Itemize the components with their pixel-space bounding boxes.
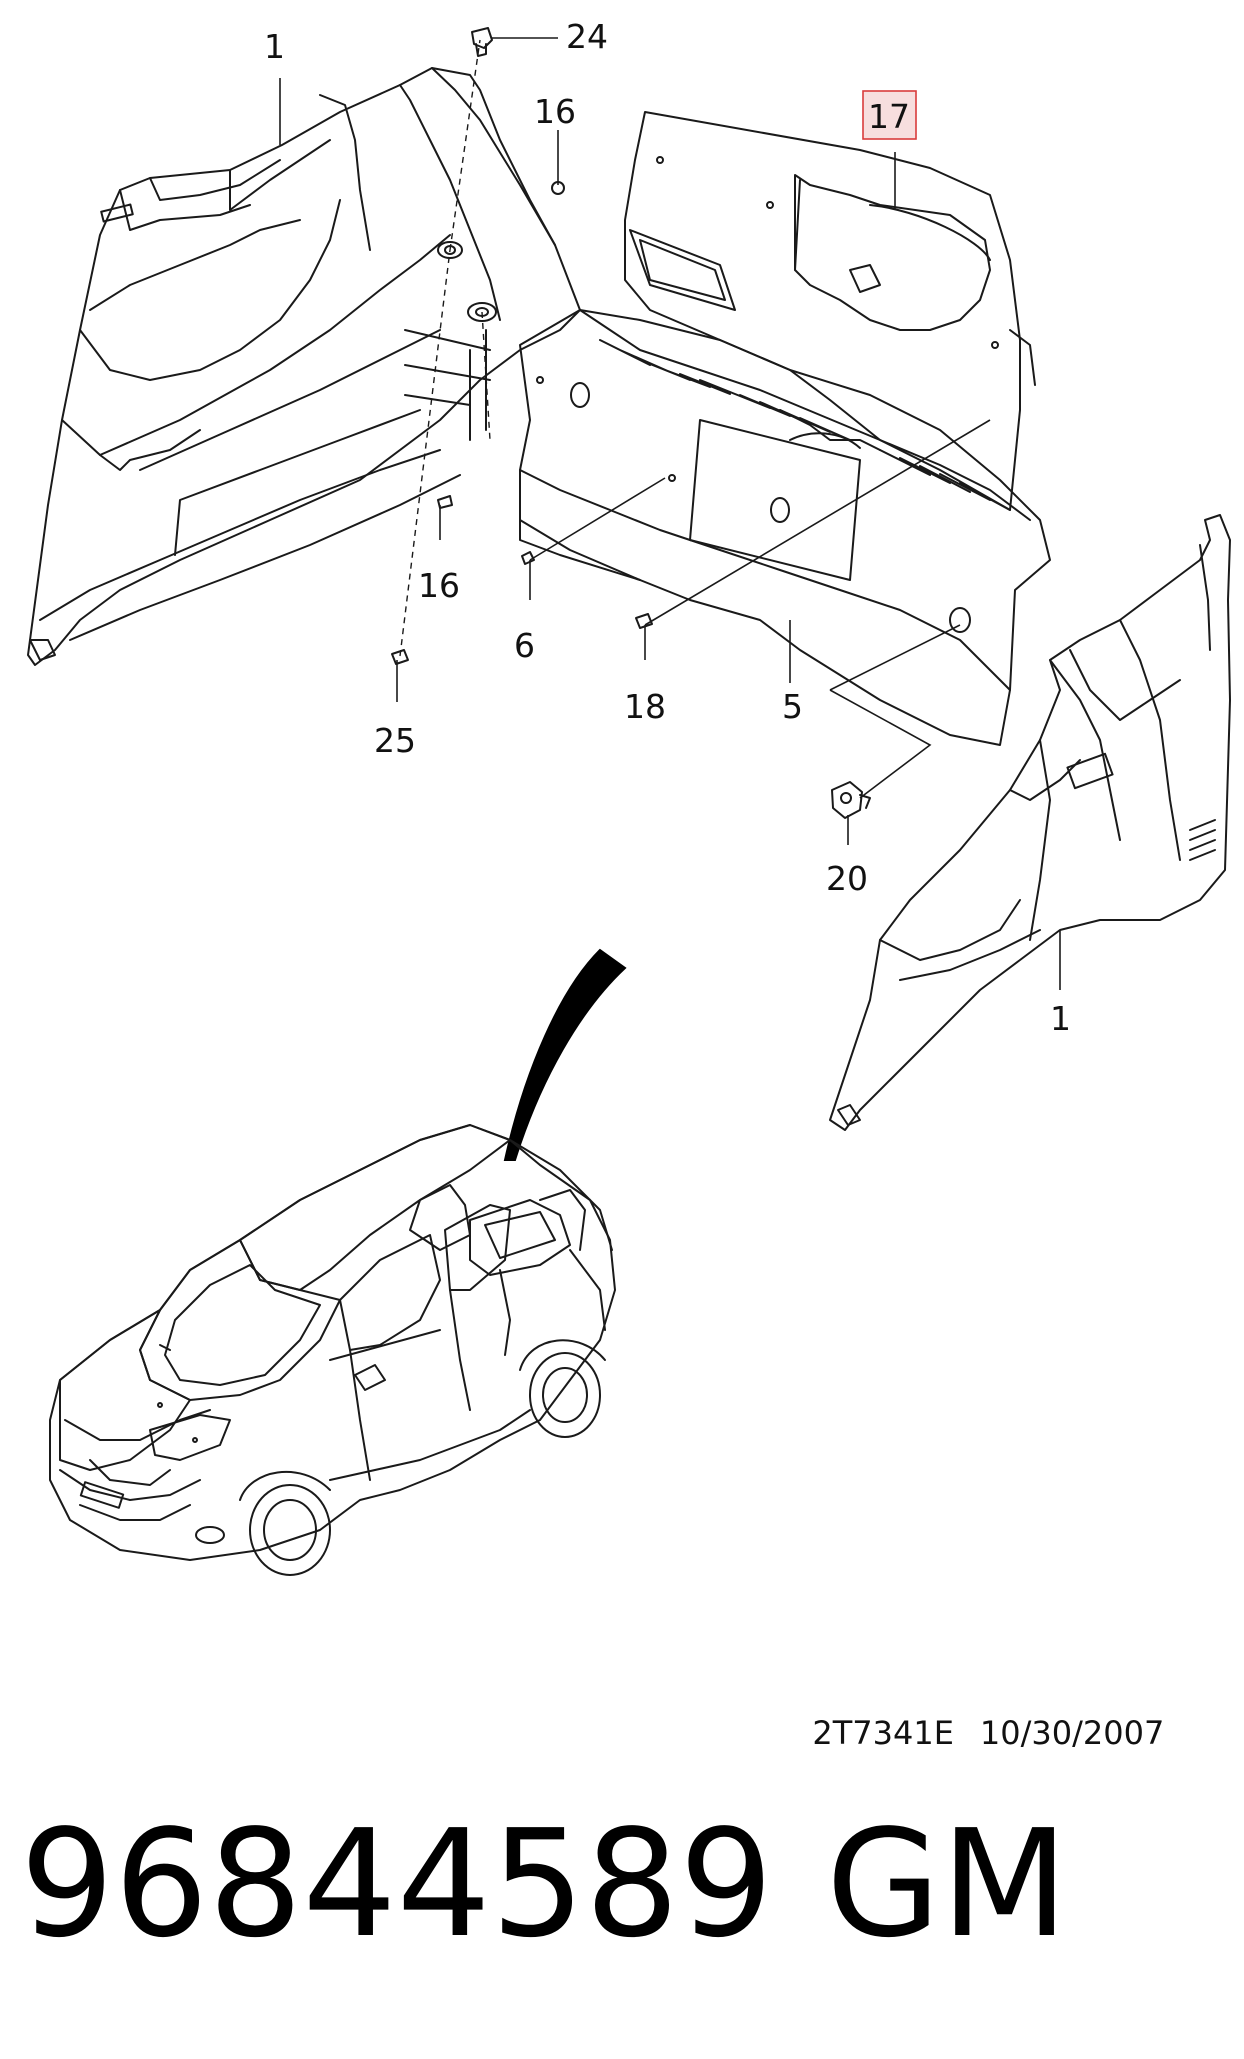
callout-24: 24 — [566, 17, 608, 56]
leader-lines — [279, 37, 1061, 990]
callout-5: 5 — [782, 687, 803, 726]
right-quarter-trim-panel — [829, 514, 1231, 1131]
callout-16-top: 16 — [534, 92, 576, 131]
drawing-reference: 2T7341E 10/30/2007 — [792, 1676, 1190, 1752]
brand-name: GM — [826, 1798, 1069, 1970]
callout-25: 25 — [374, 721, 416, 760]
callout-1-top: 1 — [264, 27, 285, 66]
clip-20 — [831, 781, 871, 819]
drawing-date: 10/30/2007 — [979, 1714, 1165, 1752]
callout-labels: 1 24 16 17 16 6 18 5 25 20 1 — [264, 17, 1071, 1038]
callout-20: 20 — [826, 859, 868, 898]
rear-sill-trim-panel — [519, 309, 1051, 746]
pointer-wedge — [503, 948, 627, 1161]
callout-17: 17 — [868, 97, 910, 136]
callout-1-right: 1 — [1050, 999, 1071, 1038]
part-footer: 96844589 GM — [20, 1810, 1068, 1958]
callout-17-highlight — [862, 90, 917, 140]
callout-18: 18 — [624, 687, 666, 726]
drawing-code: 2T7341E — [812, 1714, 954, 1752]
rear-upper-trim-panel — [624, 111, 1036, 511]
callout-16-mid: 16 — [418, 566, 460, 605]
car-illustration — [49, 1124, 616, 1576]
callout-6: 6 — [514, 626, 535, 665]
left-quarter-trim-panel — [27, 67, 581, 666]
clip-24 — [471, 27, 493, 57]
part-number: 96844589 — [20, 1798, 774, 1970]
